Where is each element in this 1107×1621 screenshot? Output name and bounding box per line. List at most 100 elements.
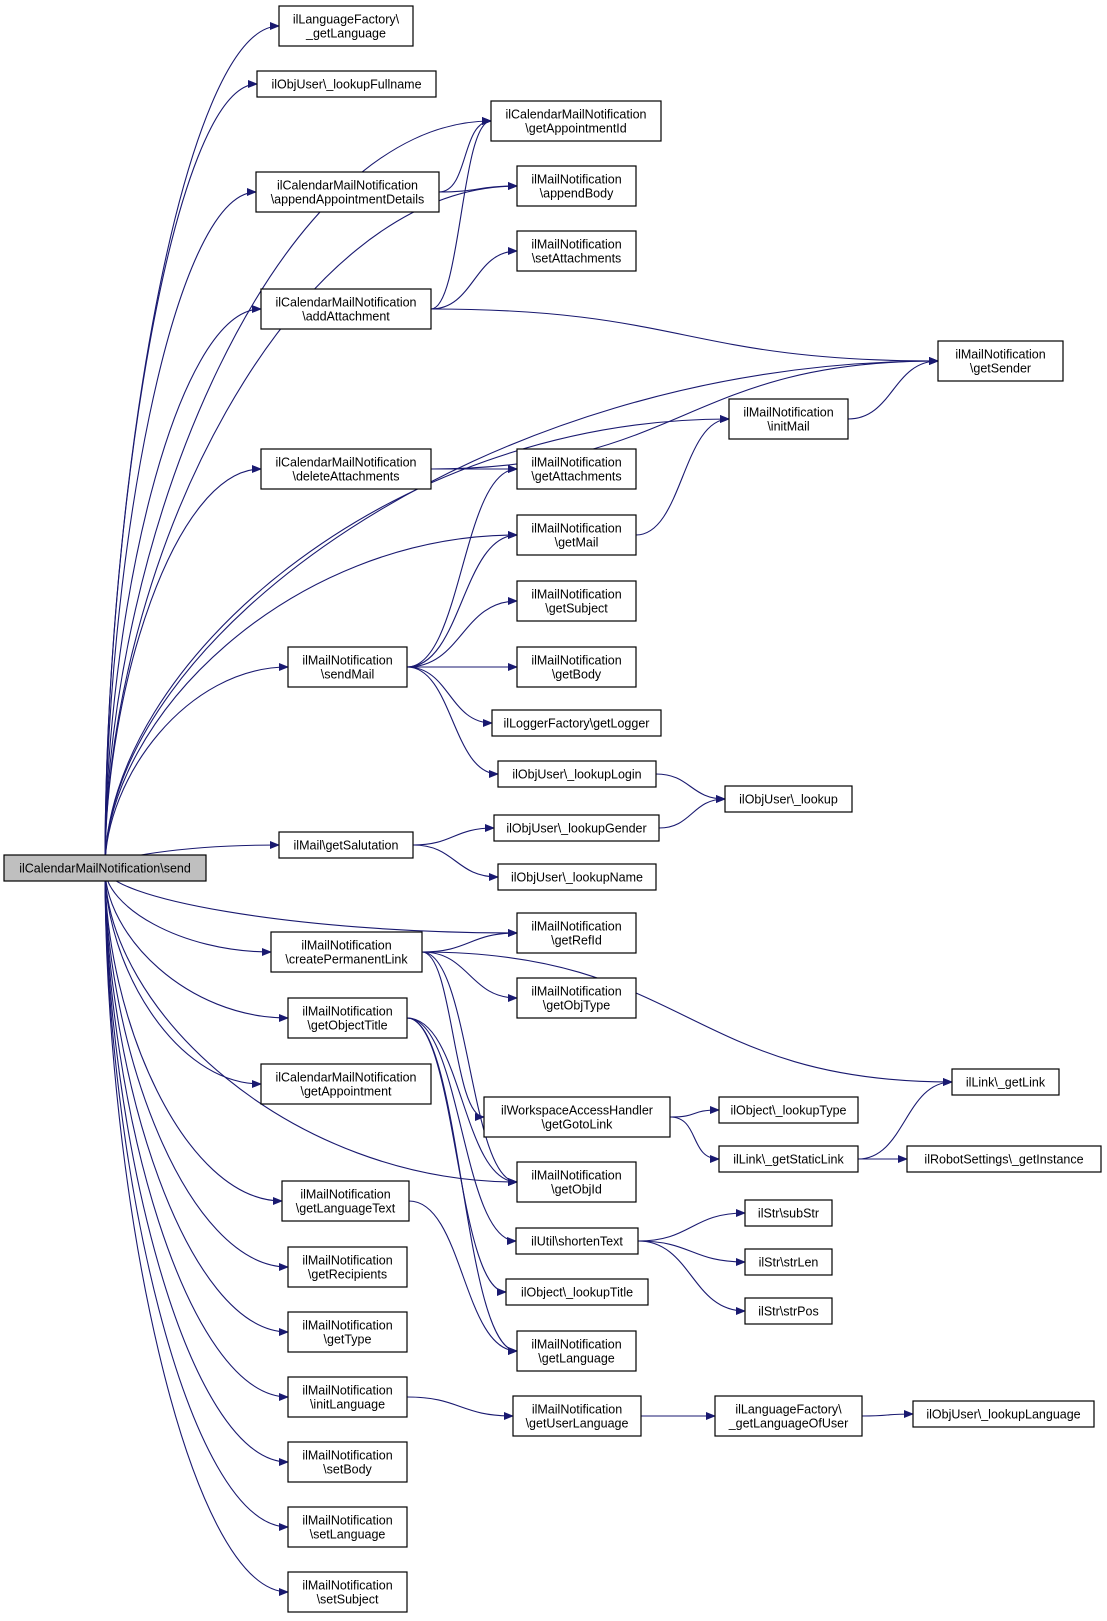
- node-getSalutation[interactable]: ilMail\getSalutation: [278, 831, 414, 859]
- node-label: ilMailNotification: [531, 456, 621, 470]
- node-strPos[interactable]: ilStr\strPos: [744, 1297, 833, 1325]
- node-getLogger[interactable]: ilLoggerFactory\getLogger: [491, 709, 662, 737]
- node-send[interactable]: ilCalendarMailNotification\send: [3, 854, 207, 882]
- node-getStaticLink[interactable]: ilLink\_getStaticLink: [718, 1145, 859, 1173]
- edge-send-to-initLanguage: [104, 867, 289, 1401]
- node-getBody[interactable]: ilMailNotification\getBody: [516, 646, 637, 688]
- node-label: ilObjUser\_lookupLogin: [512, 768, 641, 782]
- node-getSender[interactable]: ilMailNotification\getSender: [937, 340, 1064, 382]
- node-initLanguage[interactable]: ilMailNotification\initLanguage: [287, 1376, 408, 1418]
- node-getLanguageOfUser[interactable]: ilLanguageFactory\_getLanguageOfUser: [714, 1395, 863, 1437]
- node-box: [516, 230, 637, 272]
- node-deleteAttachments[interactable]: ilCalendarMailNotification\deleteAttachm…: [260, 448, 432, 490]
- node-getLink[interactable]: ilLink\_getLink: [951, 1068, 1060, 1096]
- node-getRecipients[interactable]: ilMailNotification\getRecipients: [287, 1246, 408, 1288]
- node-label: ilMailNotification: [531, 588, 621, 602]
- node-setSubject[interactable]: ilMailNotification\setSubject: [287, 1571, 408, 1613]
- node-appendAppointmentDetails[interactable]: ilCalendarMailNotification\appendAppoint…: [255, 171, 440, 213]
- node-getObjType[interactable]: ilMailNotification\getObjType: [516, 977, 637, 1019]
- node-label: ilMailNotification: [532, 1403, 622, 1417]
- node-label: ilCalendarMailNotification: [275, 1071, 416, 1085]
- node-getLanguageText[interactable]: ilMailNotification\getLanguageText: [281, 1180, 410, 1222]
- node-getAttachments[interactable]: ilMailNotification\getAttachments: [516, 448, 637, 490]
- node-label: ilWorkspaceAccessHandler: [501, 1104, 653, 1118]
- node-setBody[interactable]: ilMailNotification\setBody: [287, 1441, 408, 1483]
- node-robotGetInstance[interactable]: ilRobotSettings\_getInstance: [906, 1145, 1102, 1173]
- edge-addAttachment-to-getAppointmentId: [430, 117, 492, 310]
- node-getObjectTitle[interactable]: ilMailNotification\getObjectTitle: [287, 997, 408, 1039]
- node-getAppointmentId[interactable]: ilCalendarMailNotification\getAppointmen…: [490, 100, 662, 142]
- node-box: [490, 100, 662, 142]
- node-label: \getUserLanguage: [526, 1417, 629, 1431]
- node-label: ilMailNotification: [531, 1338, 621, 1352]
- node-label: ilLink\_getLink: [966, 1076, 1046, 1090]
- node-box: [260, 448, 432, 490]
- edge-shortenText-to-strLen: [637, 1240, 746, 1266]
- edge-send-to-addAttachment: [104, 305, 262, 869]
- edge-send-to-getRecipients: [104, 867, 289, 1271]
- node-box: [516, 580, 637, 622]
- node-shortenText[interactable]: ilUtil\shortenText: [515, 1227, 639, 1255]
- node-getRefId[interactable]: ilMailNotification\getRefId: [516, 912, 637, 954]
- node-setLanguage[interactable]: ilMailNotification\setLanguage: [287, 1506, 408, 1548]
- node-getAppointment[interactable]: ilCalendarMailNotification\getAppointmen…: [260, 1063, 432, 1105]
- node-getUserLanguage[interactable]: ilMailNotification\getUserLanguage: [512, 1395, 642, 1437]
- node-strLen[interactable]: ilStr\strLen: [744, 1248, 833, 1276]
- node-initMail[interactable]: ilMailNotification\initMail: [728, 398, 849, 440]
- node-label: \getAttachments: [531, 470, 621, 484]
- edge-sendMail-to-lookupLogin: [406, 666, 499, 778]
- node-addAttachment[interactable]: ilCalendarMailNotification\addAttachment: [260, 288, 432, 330]
- node-box: [287, 997, 408, 1039]
- node-label: ilCalendarMailNotification\send: [19, 862, 191, 876]
- edge-addAttachment-to-setAttachments: [430, 247, 518, 310]
- node-getSubject[interactable]: ilMailNotification\getSubject: [516, 580, 637, 622]
- edge-send-to-appendAppointmentDetails: [104, 188, 257, 869]
- node-lookupTitle[interactable]: ilObject\_lookupTitle: [505, 1278, 649, 1306]
- node-lookupFullname[interactable]: ilObjUser\_lookupFullname: [256, 70, 437, 98]
- node-box: [483, 1096, 671, 1138]
- node-label: \appendBody: [540, 187, 614, 201]
- node-box: [256, 70, 437, 98]
- node-label: \deleteAttachments: [292, 470, 399, 484]
- node-lookupGender[interactable]: ilObjUser\_lookupGender: [493, 814, 660, 842]
- node-label: ilStr\strPos: [758, 1305, 818, 1319]
- node-createPermanentLink[interactable]: ilMailNotification\createPermanentLink: [270, 931, 423, 973]
- node-lookupType[interactable]: ilObject\_lookupType: [718, 1096, 859, 1124]
- edge-addAttachment-to-getSender: [430, 308, 939, 365]
- node-lookupLogin[interactable]: ilObjUser\_lookupLogin: [497, 760, 657, 788]
- node-appendBody[interactable]: ilMailNotification\appendBody: [516, 165, 637, 207]
- node-box: [516, 1161, 637, 1203]
- node-getLanguage_factory[interactable]: ilLanguageFactory\_getLanguage: [278, 5, 414, 47]
- node-label: ilMailNotification: [300, 1188, 390, 1202]
- node-label: \setSubject: [317, 1593, 379, 1607]
- node-getMail[interactable]: ilMailNotification\getMail: [516, 514, 637, 556]
- node-label: ilObjUser\_lookupName: [511, 871, 643, 885]
- node-lookupLanguage[interactable]: ilObjUser\_lookupLanguage: [912, 1400, 1095, 1428]
- node-subStr[interactable]: ilStr\subStr: [744, 1199, 833, 1227]
- node-box: [718, 1096, 859, 1124]
- node-label: \setBody: [323, 1463, 372, 1477]
- node-label: ilStr\subStr: [758, 1207, 819, 1221]
- node-box: [516, 1330, 637, 1372]
- node-label: ilLoggerFactory\getLogger: [504, 717, 650, 731]
- node-lookupName[interactable]: ilObjUser\_lookupName: [497, 863, 657, 891]
- node-box: [505, 1278, 649, 1306]
- node-box: [714, 1395, 863, 1437]
- node-label: _getLanguageOfUser: [728, 1417, 849, 1431]
- node-getLanguage_mail[interactable]: ilMailNotification\getLanguage: [516, 1330, 637, 1372]
- edge-send-to-getSender: [104, 357, 939, 869]
- node-label: ilUtil\shortenText: [531, 1235, 623, 1249]
- node-label: ilMailNotification: [302, 1514, 392, 1528]
- edge-send-to-getObjId: [104, 867, 518, 1186]
- node-label: \getObjType: [543, 999, 610, 1013]
- node-box: [278, 5, 414, 47]
- node-sendMail[interactable]: ilMailNotification\sendMail: [287, 646, 408, 688]
- node-lookup[interactable]: ilObjUser\_lookup: [724, 785, 853, 813]
- node-setAttachments[interactable]: ilMailNotification\setAttachments: [516, 230, 637, 272]
- node-getType[interactable]: ilMailNotification\getType: [287, 1311, 408, 1353]
- node-getObjId[interactable]: ilMailNotification\getObjId: [516, 1161, 637, 1203]
- node-getGotoLink[interactable]: ilWorkspaceAccessHandler\getGotoLink: [483, 1096, 671, 1138]
- node-label: ilCalendarMailNotification: [277, 179, 418, 193]
- node-label: \getRecipients: [308, 1268, 387, 1282]
